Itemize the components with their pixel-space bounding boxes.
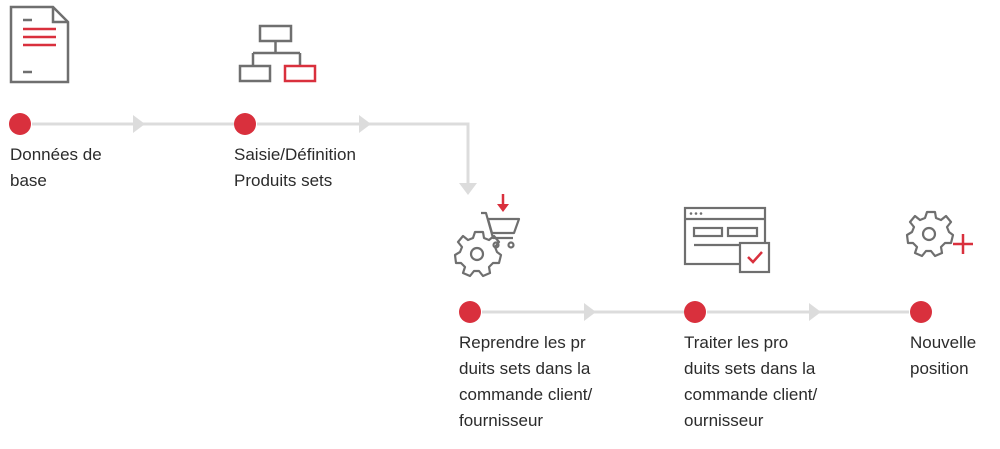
label-line: Produits sets xyxy=(234,171,333,190)
label-line: position xyxy=(910,359,969,378)
document-icon xyxy=(9,5,70,84)
arrow-head xyxy=(809,303,821,321)
label-line: fournisseur xyxy=(459,411,544,430)
arrow-head xyxy=(133,115,145,133)
label-line: duits sets dans la xyxy=(459,359,591,378)
arrow-head xyxy=(584,303,596,321)
label-line: commande client/ xyxy=(459,385,593,404)
gear-icon xyxy=(453,230,503,278)
arrowheads-row-2 xyxy=(584,303,821,321)
step-node-1 xyxy=(9,113,31,135)
step-node-5 xyxy=(910,301,932,323)
arrow-head xyxy=(459,183,477,195)
step-label-3: Reprendre les pr duits sets dans la comm… xyxy=(459,330,592,434)
step-node-2 xyxy=(234,113,256,135)
label-line: Traiter les pro xyxy=(684,333,789,352)
step-node-3 xyxy=(459,301,481,323)
label-line: base xyxy=(10,171,47,190)
label-line: commande client/ xyxy=(684,385,818,404)
down-arrow-icon xyxy=(497,194,509,212)
step-node-4 xyxy=(684,301,706,323)
step-label-2: Saisie/Définition Produits sets xyxy=(234,142,356,194)
step-label-4: Traiter les pro duits sets dans la comma… xyxy=(684,330,817,434)
label-line: Nouvelle xyxy=(910,333,977,352)
label-line: duits sets dans la xyxy=(684,359,816,378)
label-line: Saisie/Définition xyxy=(234,145,356,164)
hierarchy-icon xyxy=(238,24,317,83)
gear-plus-icon xyxy=(905,210,973,258)
label-line: Reprendre les pr xyxy=(459,333,586,352)
arrowheads-row-1 xyxy=(133,115,477,195)
arrow-head xyxy=(359,115,371,133)
form-check-icon xyxy=(683,206,771,274)
label-line: Données de xyxy=(10,145,102,164)
gear-icon xyxy=(905,210,955,258)
step-label-5: Nouvelle position xyxy=(910,330,976,382)
plus-icon xyxy=(953,234,973,254)
gear-cart-icon xyxy=(453,194,521,278)
step-label-1: Données de base xyxy=(10,142,102,194)
label-line: ournisseur xyxy=(684,411,764,430)
cart-icon xyxy=(481,211,521,249)
